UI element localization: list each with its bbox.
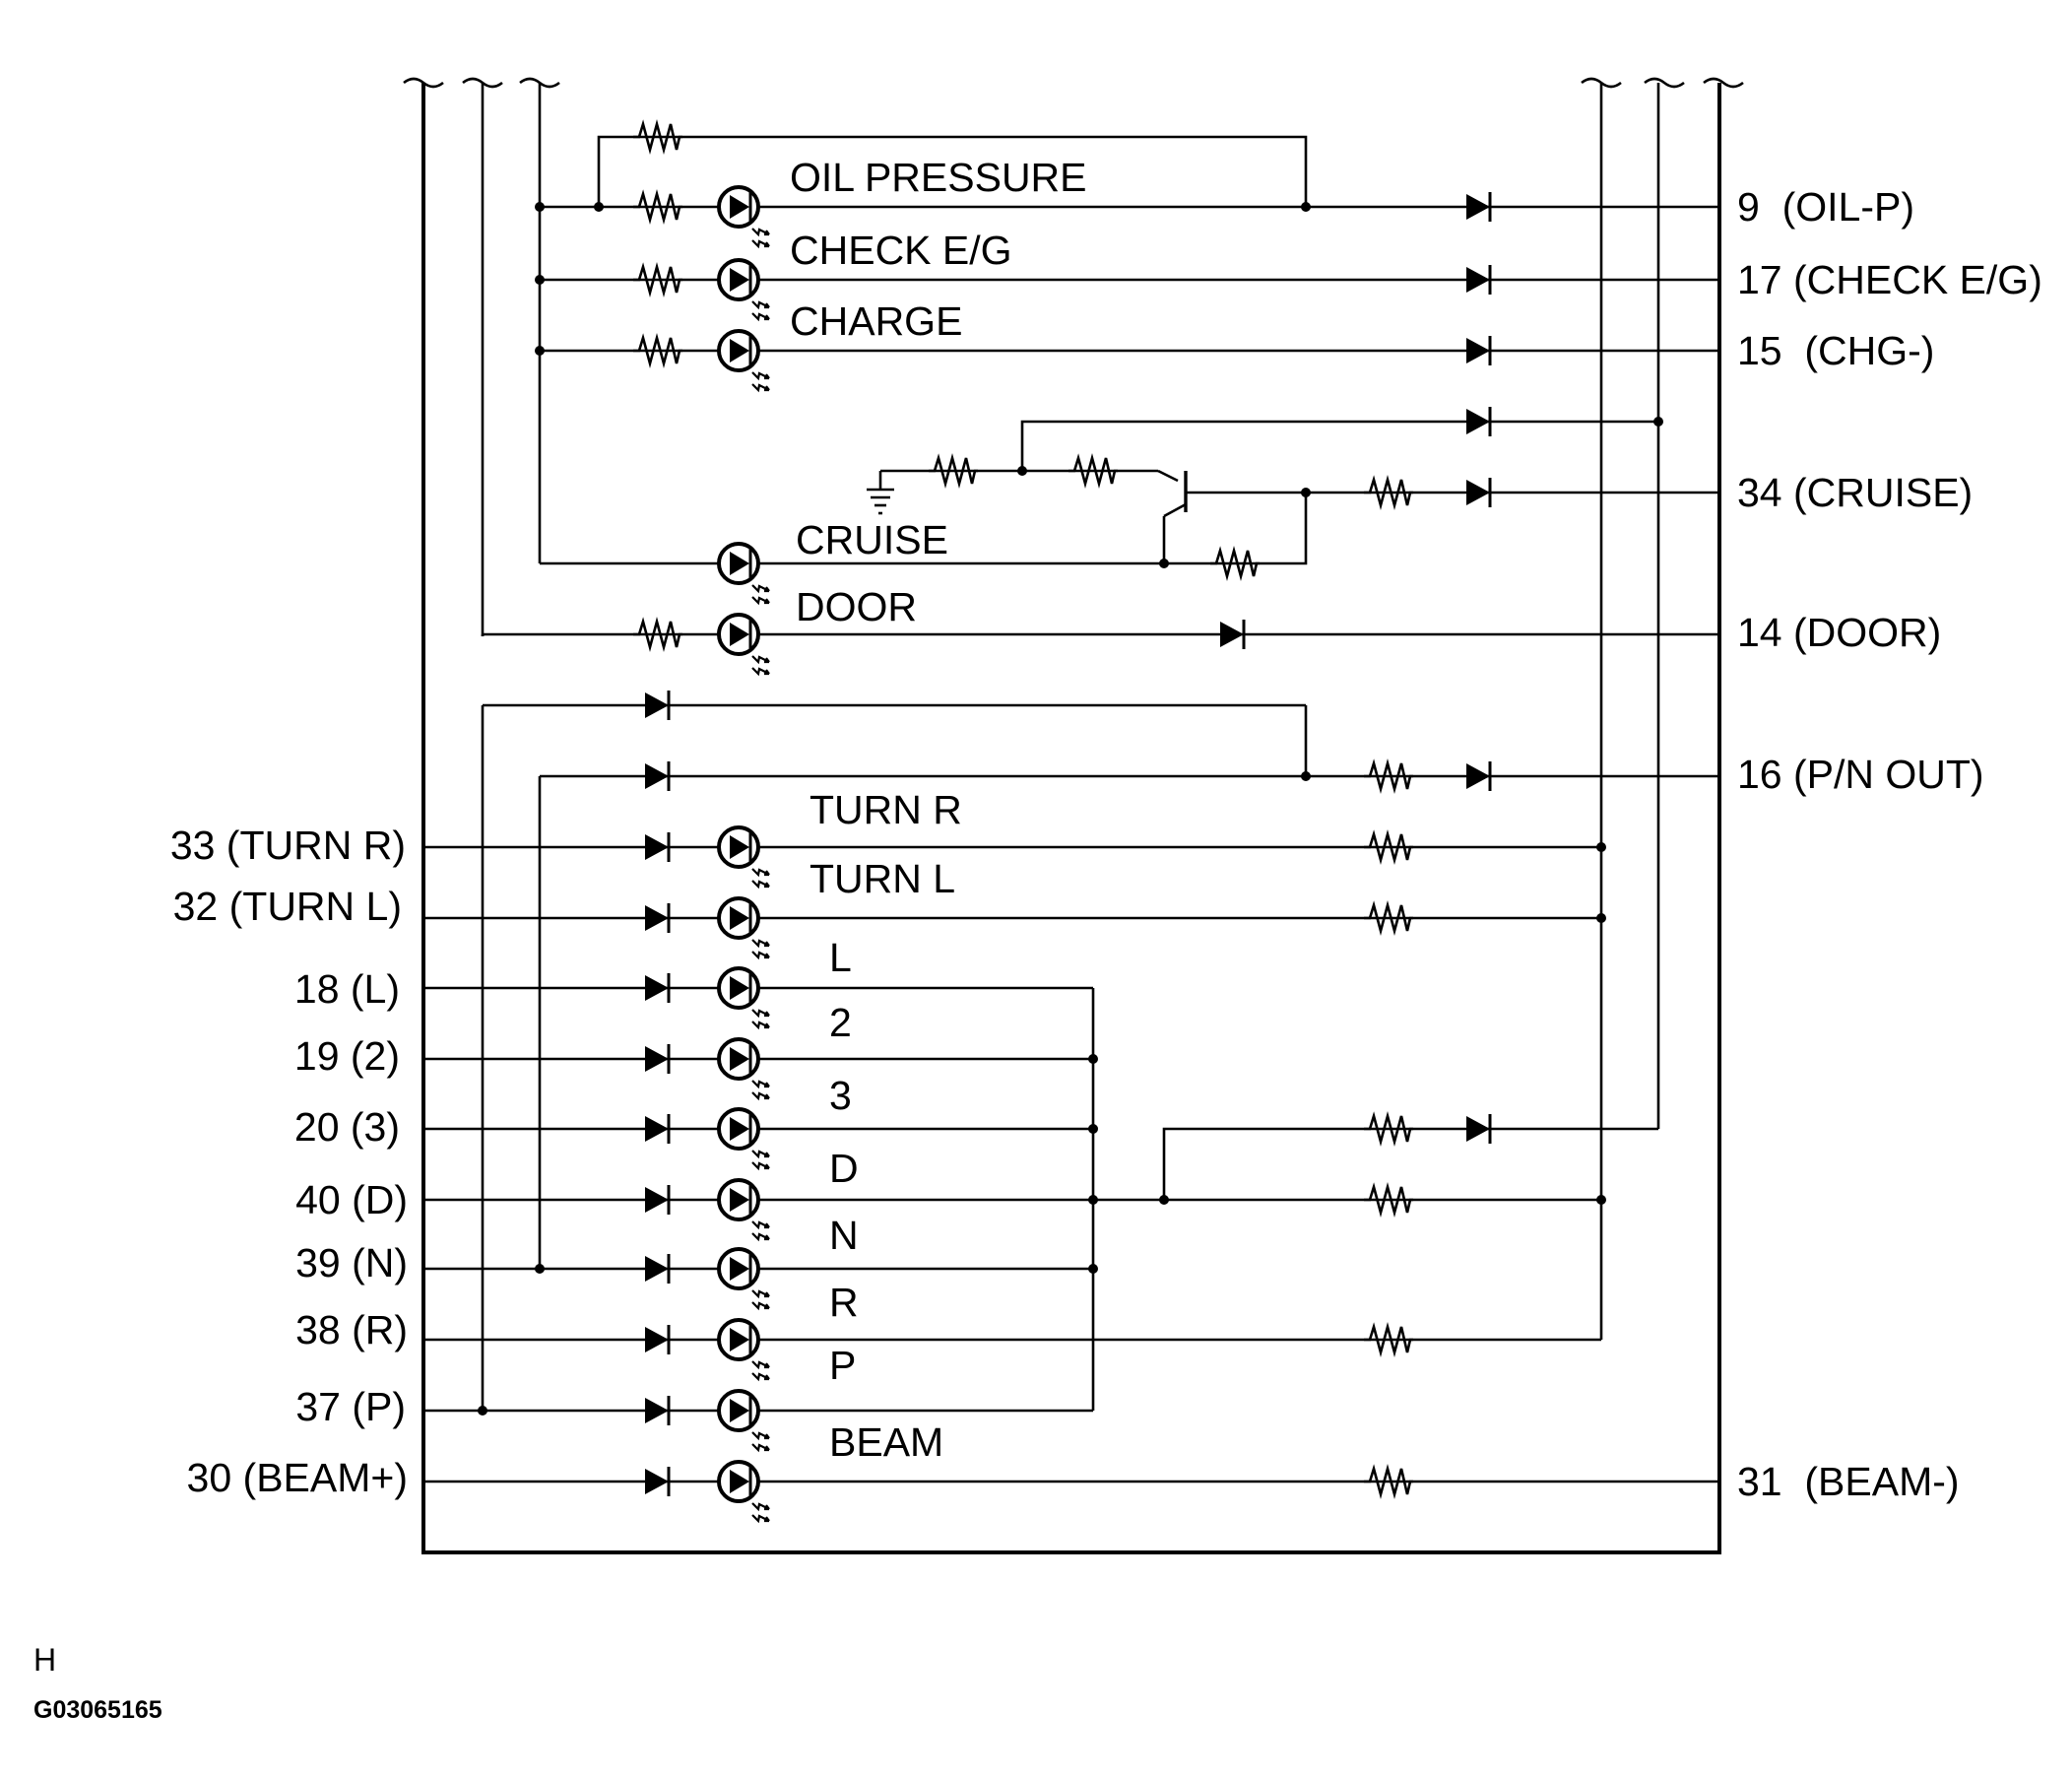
lamp-labels: OIL PRESSURE CHECK E/G CHARGE CRUISE DOO… [790,155,1087,1465]
right-pin-labels: 9 (OIL-P) 17 (CHECK E/G) 15 (CHG-) 34 (C… [1737,184,2042,1504]
pin-14-door: 14 (DOOR) [1737,610,1941,655]
label-p: P [829,1343,856,1388]
label-cruise: CRUISE [796,517,948,562]
label-charge: CHARGE [790,298,962,344]
pin-18-l: 18 (L) [294,966,400,1012]
pin-9-oil-p: 9 (OIL-P) [1737,184,1914,230]
indicator-lamps [717,185,771,1523]
pin-37-p: 37 (P) [295,1384,406,1429]
label-l: L [829,935,852,980]
pin-39-n: 39 (N) [295,1240,408,1285]
pin-31-beam-minus: 31 (BEAM-) [1737,1459,1960,1504]
label-n: N [829,1213,859,1258]
label-door: DOOR [796,584,917,629]
pin-33-turn-r: 33 (TURN R) [170,823,406,868]
pin-30-beam-plus: 30 (BEAM+) [187,1455,408,1500]
label-d: D [829,1146,859,1191]
meter-frame [421,83,1721,1554]
pin-16-pn-out: 16 (P/N OUT) [1737,752,1984,797]
pin-19-2: 19 (2) [294,1033,400,1079]
pin-40-d: 40 (D) [295,1177,408,1222]
label-oil-pressure: OIL PRESSURE [790,155,1087,200]
label-beam: BEAM [829,1419,943,1465]
pin-17-check-eg: 17 (CHECK E/G) [1737,257,2042,302]
label-r: R [829,1280,859,1325]
label-turn-r: TURN R [809,787,962,832]
pin-15-chg: 15 (CHG-) [1737,328,1934,373]
label-3: 3 [829,1073,852,1118]
pin-38-r: 38 (R) [295,1307,408,1352]
wires [423,83,1719,1483]
junction-dots [478,202,1663,1416]
figure-id: G03065165 [33,1696,162,1724]
label-2: 2 [829,1000,852,1045]
break-symbols [403,77,1744,89]
figure-footer: H G03065165 [33,1642,162,1724]
resistors [631,122,1415,1496]
diodes [643,190,1492,1498]
pin-34-cruise: 34 (CRUISE) [1737,470,1973,515]
pin-20-3: 20 (3) [294,1104,400,1150]
footer-letter: H [33,1642,56,1678]
pin-32-turn-l: 32 (TURN L) [173,884,402,929]
label-check-eg: CHECK E/G [790,228,1012,273]
label-turn-l: TURN L [809,856,955,901]
left-pin-labels: 33 (TURN R) 32 (TURN L) 18 (L) 19 (2) 20… [170,823,408,1500]
